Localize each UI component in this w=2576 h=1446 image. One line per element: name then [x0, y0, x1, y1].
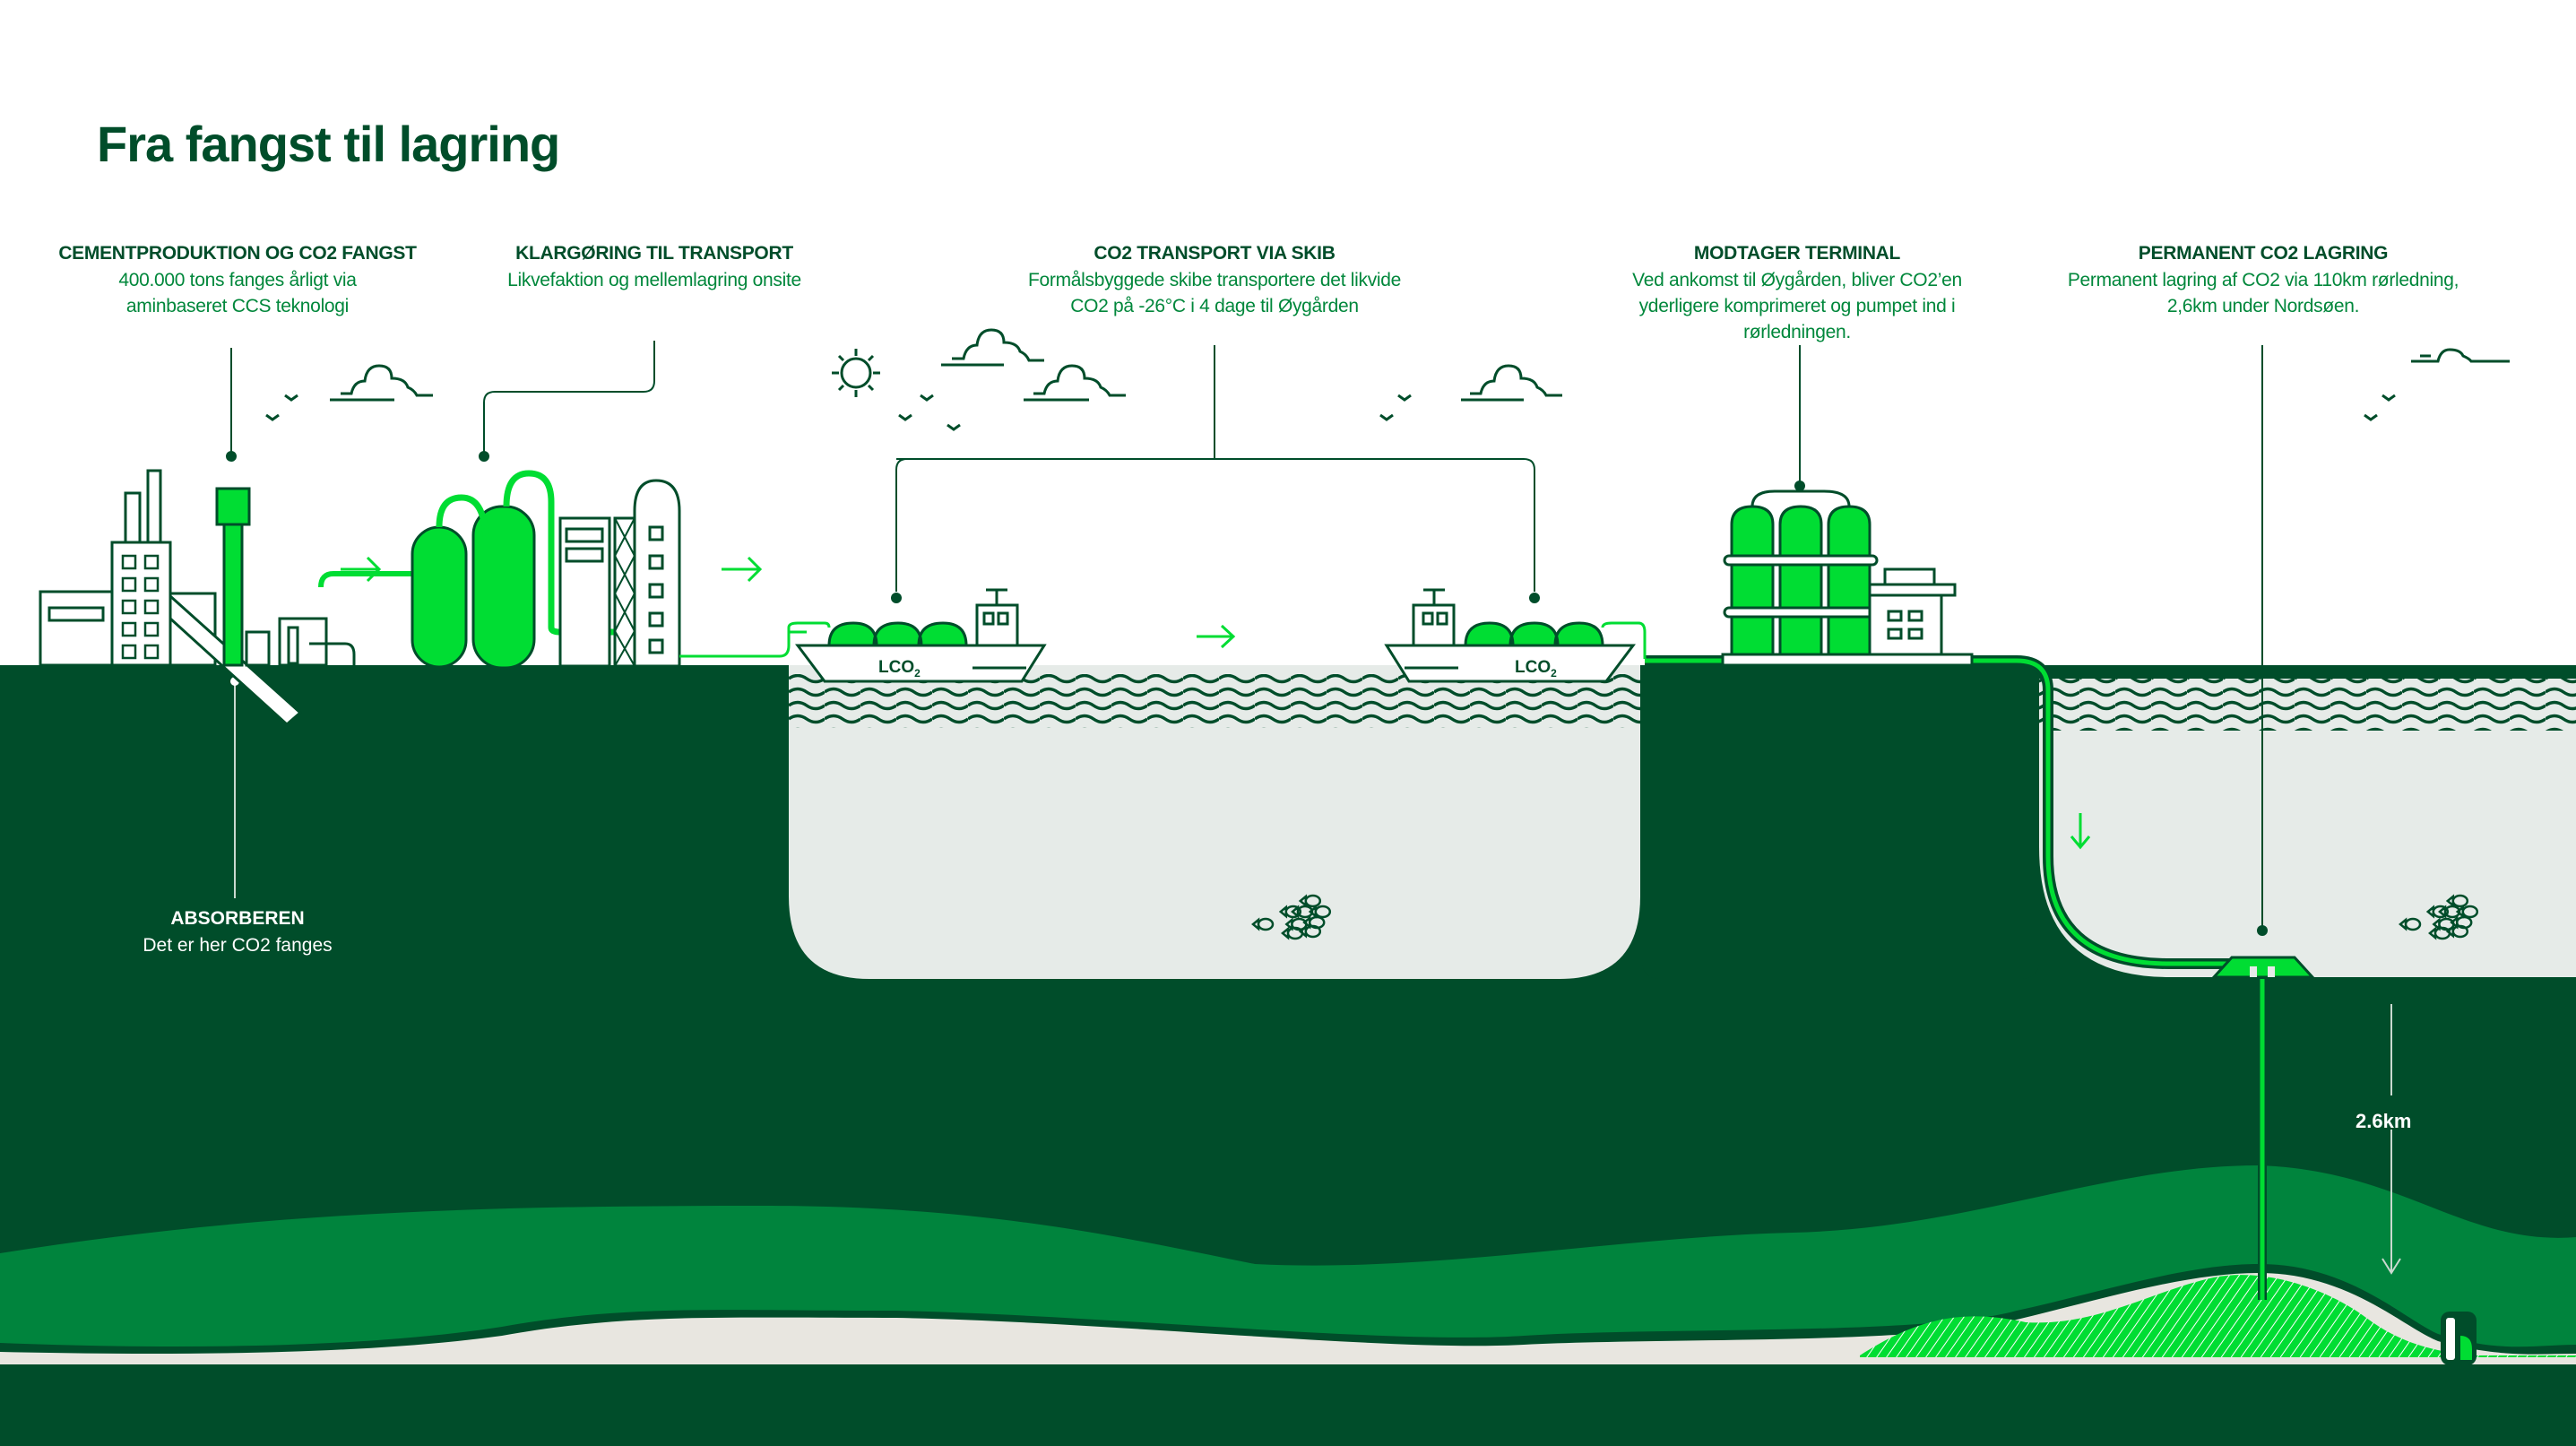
step-description-line: 2,6km under Nordsøen.	[2166, 296, 2360, 316]
step-heading: PERMANENT CO2 LAGRING	[2138, 243, 2389, 264]
step-preparation: KLARGØRING TIL TRANSPORT Likvefaktion og…	[466, 240, 843, 293]
step-description-line: aminbaseret CCS teknologi	[125, 296, 350, 316]
absorber-description: Det er her CO2 fanges	[143, 935, 333, 956]
step-description-line: Likvefaktion og mellemlagring onsite	[507, 270, 801, 290]
ship-label-2: LCO2	[1515, 658, 1557, 680]
injection-template	[2210, 956, 2316, 979]
absorber-label: ABSORBEREN Det er her CO2 fanges	[99, 905, 376, 958]
arrow-right-icon	[341, 556, 382, 583]
fish-icon	[2445, 894, 2469, 908]
depth-label: 2.6km	[2356, 1110, 2412, 1132]
fish-icon	[2399, 917, 2422, 931]
fish-icon	[1251, 917, 1275, 931]
fish-school-icon-2	[2399, 894, 2479, 940]
step-heading: MODTAGER TERMINAL	[1693, 243, 1901, 264]
fish-icon	[2438, 905, 2461, 919]
sea-basin-left	[789, 665, 1640, 979]
step-shipping: CO2 TRANSPORT VIA SKIB Formålsbyggede sk…	[968, 240, 1461, 319]
fish-icon	[2455, 905, 2479, 919]
ship-label: LCO2	[878, 658, 921, 680]
arrow-right-icon-3	[1197, 624, 1236, 649]
step-description-line: rørledningen.	[1743, 322, 1851, 342]
ship-inbound-icon	[1384, 588, 1636, 683]
step-description-line: 400.000 tons fanges årligt via	[118, 270, 357, 290]
absorber-heading: ABSORBEREN	[170, 908, 305, 929]
co2-reservoir	[1860, 1275, 2576, 1357]
depth-arrow	[2382, 1004, 2401, 1275]
step-capture: CEMENTPRODUKTION OG CO2 FANGST 400.000 t…	[36, 240, 439, 319]
callout-lines	[230, 341, 2263, 928]
sea-basin-right	[2039, 679, 2576, 977]
sun-icon	[832, 349, 880, 397]
terminal-land	[1642, 665, 2039, 979]
fish-icon	[1278, 905, 1302, 919]
geology-layers	[0, 1165, 2576, 1446]
step-description-line: Formålsbyggede skibe transportere det li…	[1027, 270, 1402, 290]
step-description-line: Ved ankomst til Øygården, bliver CO2’en	[1632, 270, 1962, 290]
cement-plant-icon	[39, 469, 356, 727]
fish-icon	[1291, 905, 1314, 919]
page-title: Fra fangst til lagring	[97, 116, 560, 172]
company-logo	[2441, 1312, 2477, 1365]
step-terminal: MODTAGER TERMINAL Ved ankomst til Øygård…	[1595, 240, 1999, 345]
step-heading: KLARGØRING TIL TRANSPORT	[515, 243, 793, 264]
arrow-right-icon-2	[722, 556, 763, 583]
fish-icon	[1308, 905, 1332, 919]
step-heading: CO2 TRANSPORT VIA SKIB	[1094, 243, 1336, 264]
cloud-icons	[330, 328, 2510, 402]
step-description-line: yderligere komprimeret og pumpet ind i	[1638, 296, 1956, 316]
bird-icons	[265, 394, 2396, 431]
receiving-terminal-icon	[1721, 489, 1974, 667]
step-description-line: Permanent lagring af CO2 via 110km rørle…	[2067, 270, 2459, 290]
step-description-line: CO2 på -26°C i 4 dage til Øygården	[1070, 296, 1359, 316]
step-storage: PERMANENT CO2 LAGRING Permanent lagring …	[2026, 240, 2501, 319]
step-heading: CEMENTPRODUKTION OG CO2 FANGST	[58, 243, 417, 264]
fish-icon	[2425, 905, 2450, 919]
plant-windows	[121, 554, 160, 660]
liquefaction-tanks-icon	[318, 470, 681, 670]
pipeline	[1645, 655, 2267, 1300]
fish-icon	[1298, 924, 1322, 939]
ship-outbound-icon	[795, 588, 1047, 683]
fish-icon	[1298, 894, 1322, 908]
fish-icon	[2445, 924, 2469, 939]
fish-school-icon	[1251, 894, 1332, 940]
callout-dots	[226, 451, 2268, 936]
